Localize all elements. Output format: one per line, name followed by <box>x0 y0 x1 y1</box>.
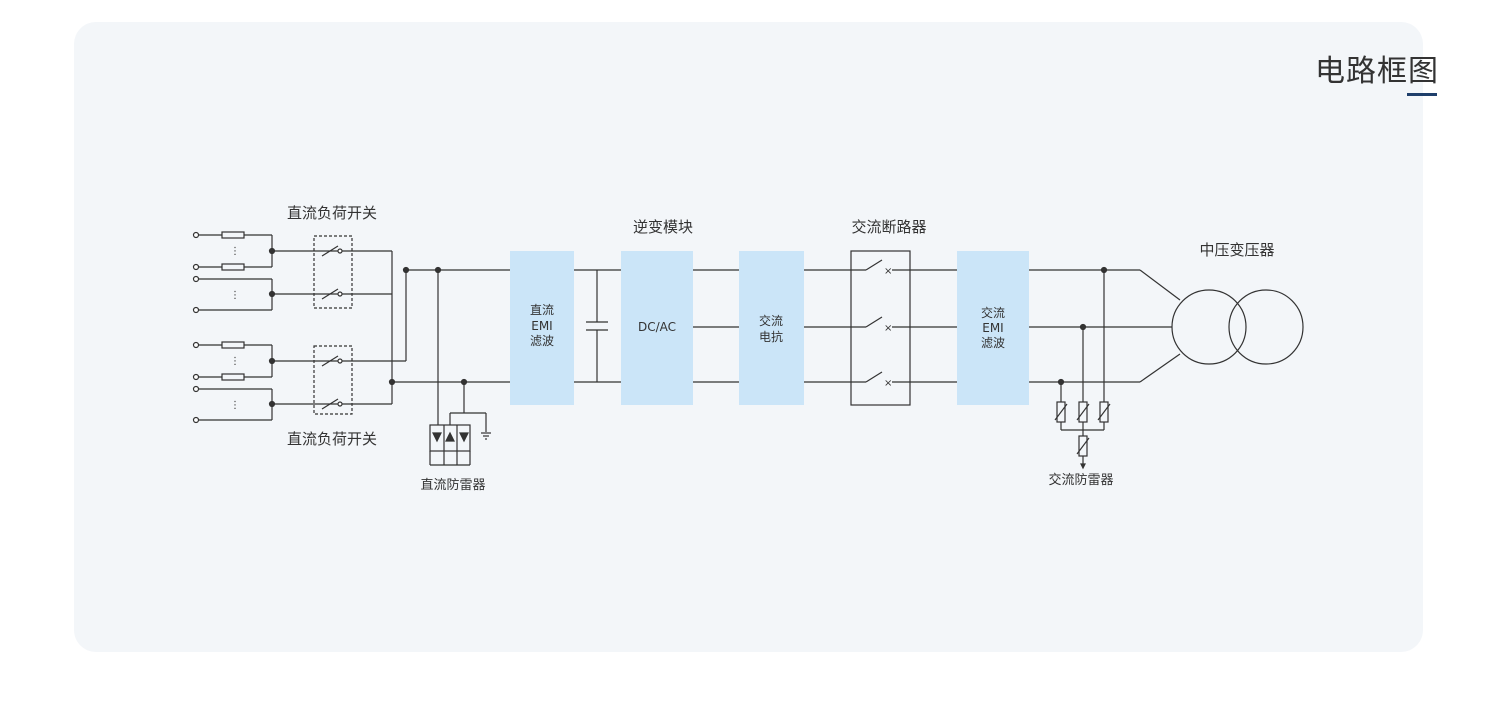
ac-reactor-line1: 交流 <box>759 313 783 328</box>
dc-emi-line3: 滤波 <box>530 334 554 348</box>
ac-emi-line3: 滤波 <box>981 336 1005 350</box>
dc-surge-arrester <box>429 270 491 466</box>
label-ac-surge: 交流防雷器 <box>1048 472 1113 488</box>
dc-link-capacitor <box>574 269 621 383</box>
svg-text:×: × <box>884 266 892 277</box>
label-dc-load-switch-bottom: 直流负荷开关 <box>287 430 377 448</box>
title-underline <box>1407 93 1437 96</box>
ac-emi-line1: 交流 <box>981 305 1005 320</box>
dc-load-switch-top <box>313 235 392 309</box>
svg-text:⋮: ⋮ <box>230 356 240 367</box>
dc-bus <box>388 251 510 404</box>
ac-emi-filter-block <box>957 251 1029 405</box>
ac-emi-line2: EMI <box>982 321 1003 335</box>
ac-breaker: × × × <box>850 250 957 406</box>
dc-emi-line2: EMI <box>531 319 552 333</box>
inverter-block <box>621 251 693 405</box>
svg-text:×: × <box>884 378 892 389</box>
dc-input-top: ⋮ ⋮ <box>192 231 340 314</box>
svg-text:⋮: ⋮ <box>230 246 240 257</box>
inverter-text: DC/AC <box>638 320 676 334</box>
svg-text:×: × <box>884 323 892 334</box>
label-mv-transformer: 中压变压器 <box>1199 241 1274 259</box>
label-inverter-module: 逆变模块 <box>633 218 693 236</box>
svg-text:⋮: ⋮ <box>230 290 240 301</box>
label-ac-breaker: 交流断路器 <box>851 218 926 236</box>
ac-lines-3 <box>1029 266 1181 386</box>
dc-load-switch-bottom <box>313 345 406 415</box>
ac-lines-1 <box>693 269 739 383</box>
dc-input-bottom: ⋮ ⋮ <box>192 341 340 424</box>
label-dc-surge: 直流防雷器 <box>420 477 485 493</box>
ac-reactor-line2: 电抗 <box>759 329 783 344</box>
dc-emi-filter-block <box>510 251 574 405</box>
label-dc-load-switch-top: 直流负荷开关 <box>287 204 377 222</box>
mv-transformer <box>1171 289 1304 365</box>
ac-surge-arrester <box>1054 270 1111 470</box>
ac-reactor-block <box>739 251 804 405</box>
dc-emi-line1: 直流 <box>530 303 554 317</box>
svg-text:⋮: ⋮ <box>230 400 240 411</box>
ac-lines-2 <box>804 269 866 383</box>
page-title: 电路框图 <box>1315 54 1439 89</box>
